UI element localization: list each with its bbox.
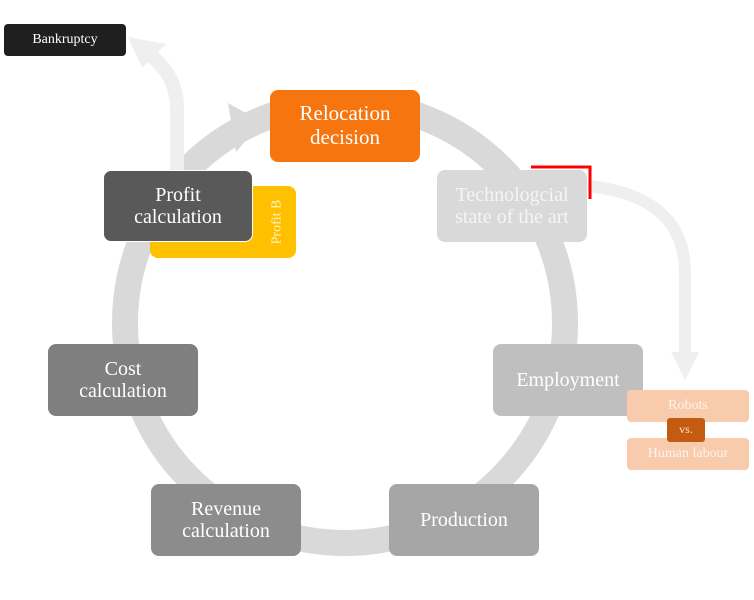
relocation-line-1: Relocation — [299, 101, 391, 126]
technology-state-box: Technologcial state of the art — [437, 170, 587, 242]
revenue-calculation-box: Revenue calculation — [151, 484, 301, 556]
cost-calculation-box: Cost calculation — [48, 344, 198, 416]
human-labour-label: Human labour — [647, 446, 729, 462]
robots-box: Robots — [627, 390, 749, 422]
employment-label: Employment — [516, 368, 620, 391]
relocation-line-2: decision — [310, 125, 380, 149]
technology-arrow-line — [587, 180, 691, 352]
technology-line-2: state of the art — [455, 206, 569, 228]
cost-line-2: calculation — [79, 380, 167, 402]
revenue-line-1: Revenue — [191, 497, 261, 520]
profit-line-2: calculation — [134, 206, 222, 228]
versus-label: vs. — [679, 422, 693, 437]
bankruptcy-box: Bankruptcy — [4, 24, 126, 56]
technology-line-1: Technologcial — [455, 183, 569, 206]
profit-calculation-box: Profit calculation — [103, 170, 253, 242]
cycle-ring — [112, 90, 578, 556]
versus-badge: vs. — [667, 418, 705, 442]
employment-box: Employment — [493, 344, 643, 416]
relocation-decision-box: Relocation decision — [270, 90, 420, 162]
profit-b-label: Profit B — [269, 199, 285, 245]
bankruptcy-arrow-line — [145, 49, 184, 172]
profit-b-label-holder: Profit B — [261, 186, 293, 258]
profit-line-1: Profit — [155, 183, 201, 206]
cost-line-1: Cost — [104, 357, 142, 380]
human-labour-box: Human labour — [627, 438, 749, 470]
bankruptcy-label: Bankruptcy — [32, 32, 98, 48]
production-box: Production — [389, 484, 539, 556]
technology-arrowhead — [671, 352, 699, 380]
bankruptcy-arrowhead — [128, 37, 166, 68]
revenue-line-2: calculation — [182, 520, 270, 542]
production-label: Production — [420, 508, 508, 531]
robots-label: Robots — [668, 398, 708, 414]
cycle-arrowhead — [228, 103, 262, 152]
red-corner-marker — [531, 165, 592, 199]
